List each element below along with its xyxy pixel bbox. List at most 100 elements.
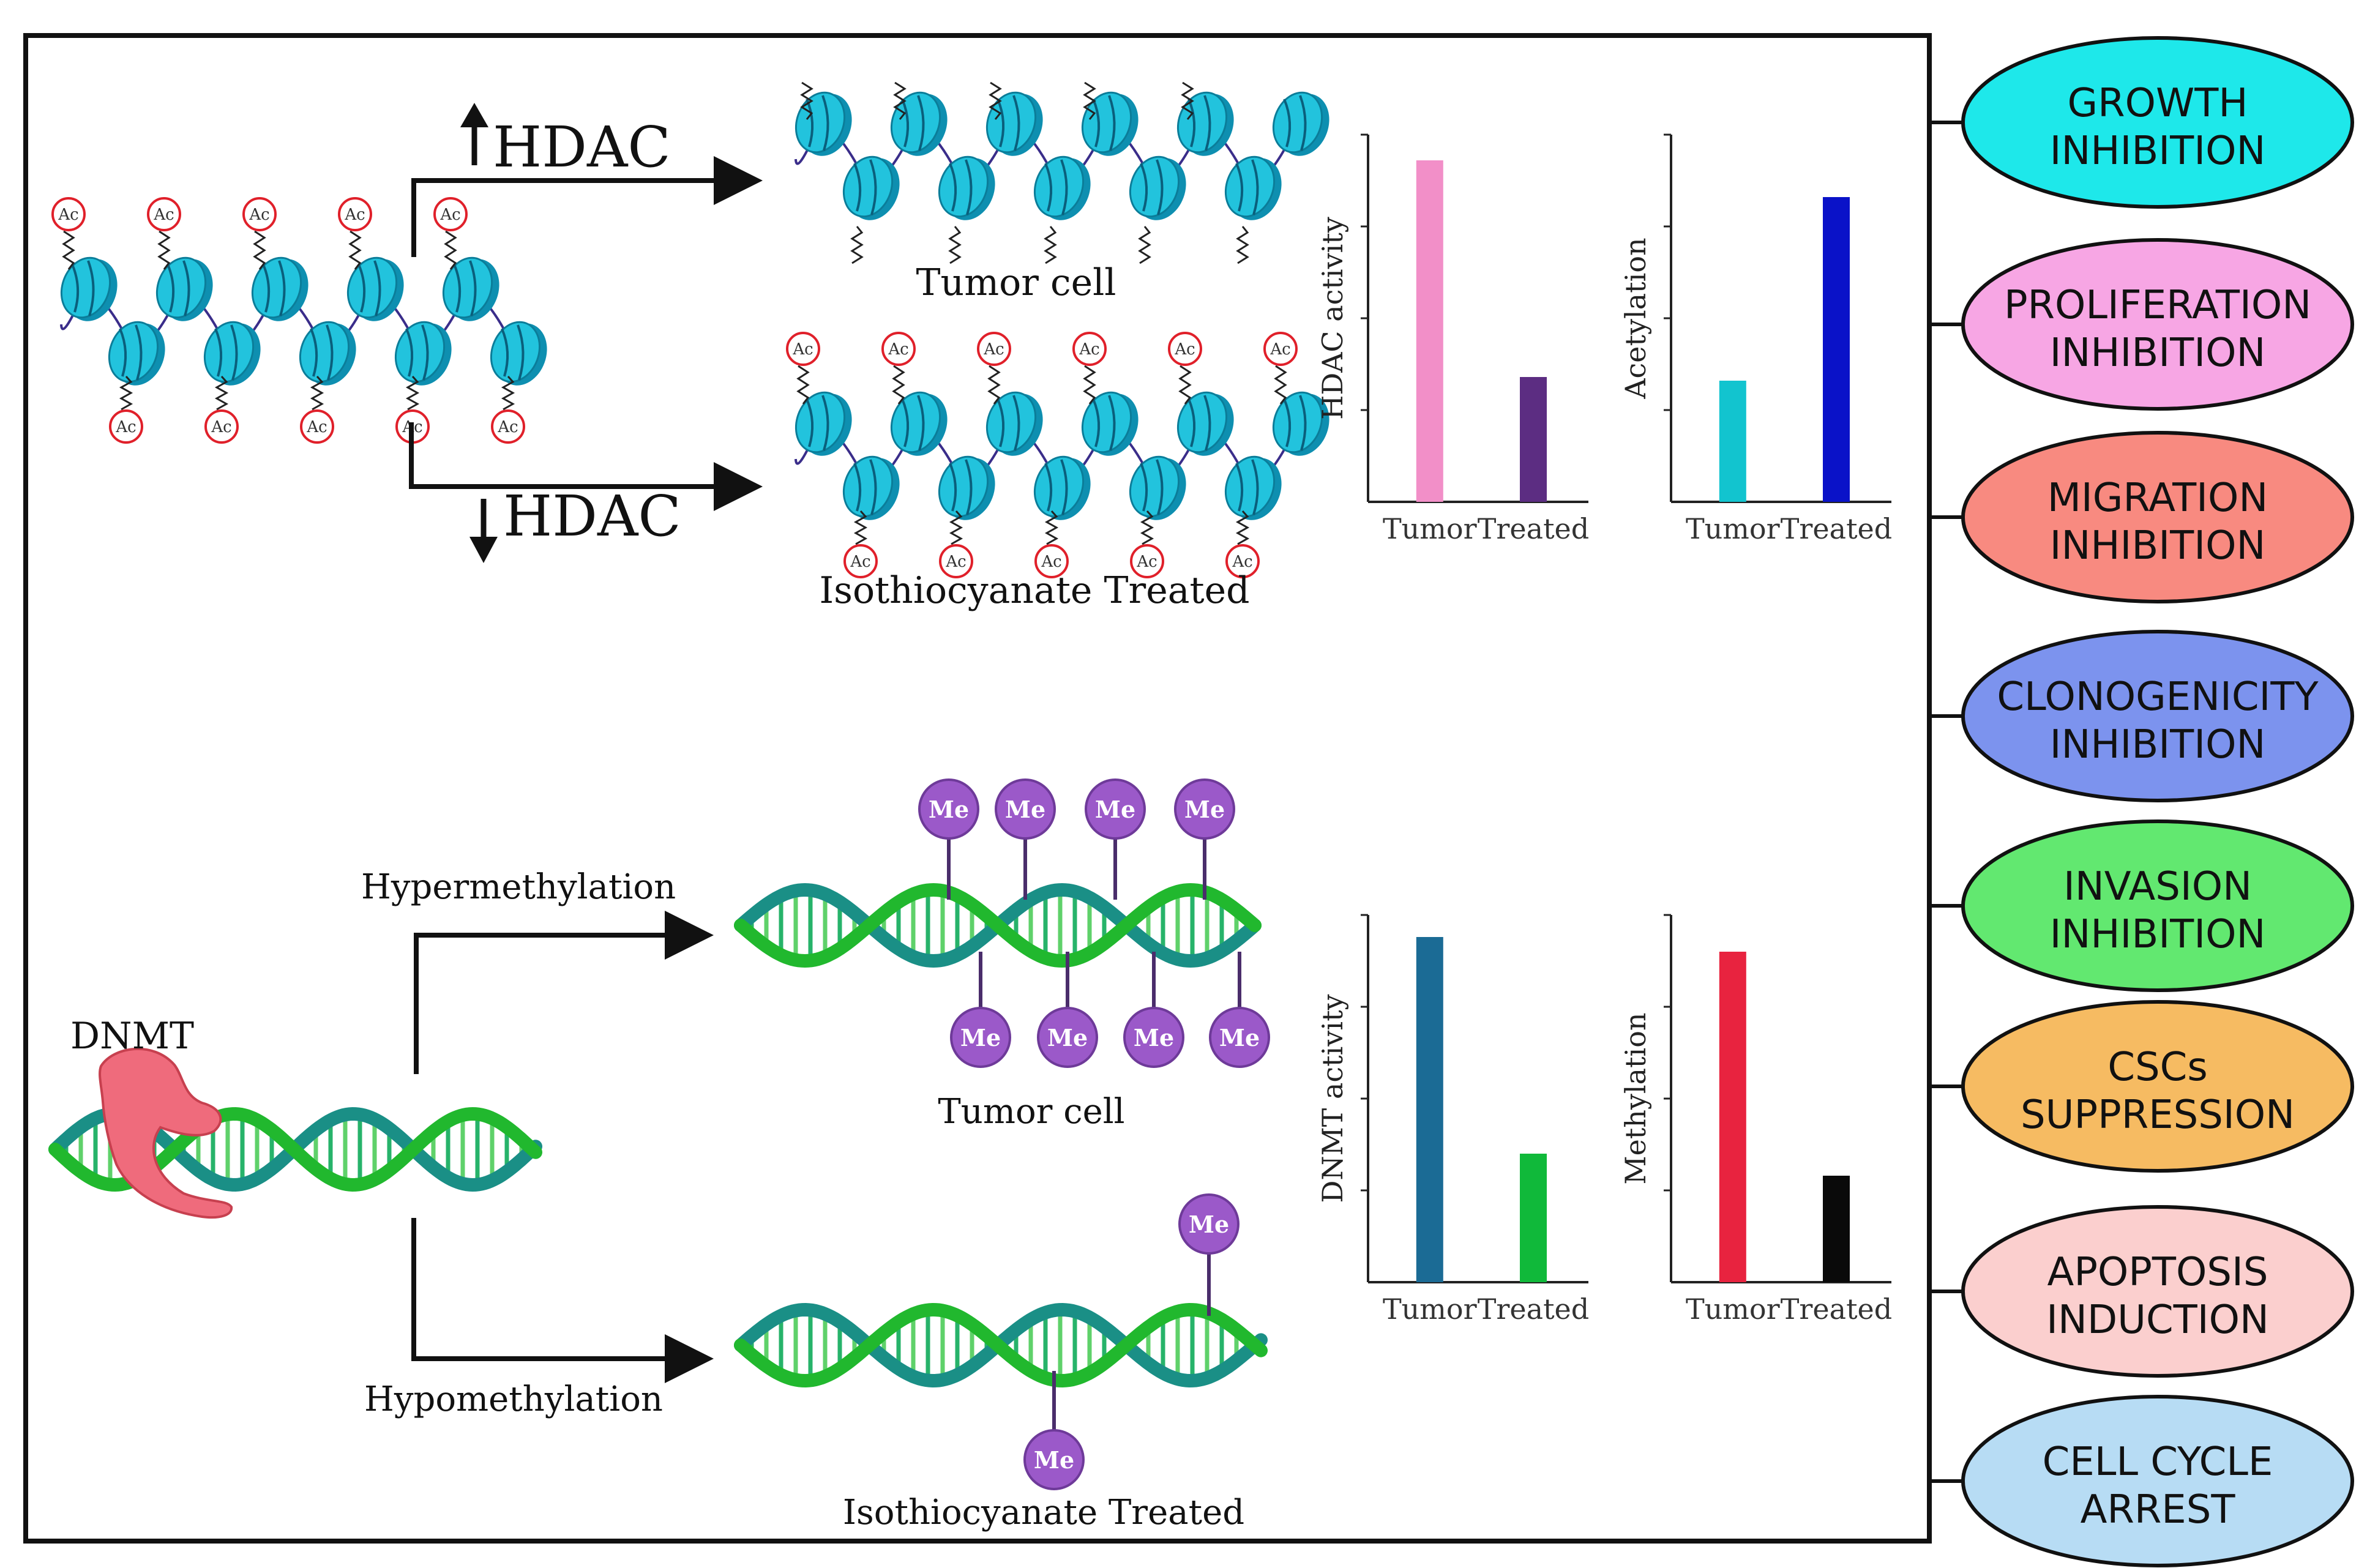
acetyl-tag: Ac <box>433 197 468 270</box>
x-tick-label: Tumor <box>1686 1293 1780 1326</box>
dna-strand <box>734 883 1262 968</box>
acetyl-tag: Ac <box>1263 332 1298 405</box>
svg-text:Me: Me <box>1184 796 1225 823</box>
wavy-tail <box>800 81 813 120</box>
svg-text:Ac: Ac <box>850 553 870 571</box>
treated-label-methyl: Isothiocyanate Treated <box>843 1493 1244 1533</box>
up-arrow-icon <box>460 103 488 165</box>
nucleosome-icon <box>1272 391 1329 456</box>
methyl-group: Me <box>1037 952 1098 1068</box>
acetyl-tag: Ac <box>300 376 334 444</box>
acetyl-tag: Ac <box>242 197 277 270</box>
outcome-line2: INHIBITION <box>2050 722 2266 767</box>
wavy-tail <box>893 81 907 120</box>
wavy-tail <box>1236 226 1249 264</box>
treated-label-acetyl: Isothiocyanate Treated <box>819 569 1249 612</box>
methyl-group: Me <box>1085 778 1146 900</box>
acetyl-tag: Ac <box>1034 510 1069 578</box>
outcome-list: GROWTHINHIBITIONPROLIFERATIONINHIBITIONM… <box>1961 36 2354 1567</box>
acetyl-tag: Ac <box>204 376 239 444</box>
nucleosome-icon <box>108 321 165 386</box>
nucleosome-icon <box>251 256 308 321</box>
branch-arrow-hdac-down <box>409 422 763 511</box>
svg-text:Ac: Ac <box>497 418 518 436</box>
outcome-line1: CLONOGENICITY <box>1997 674 2319 720</box>
wavy-tail <box>1083 81 1096 120</box>
acetyl-tag: Ac <box>338 197 372 270</box>
nucleosome-icon <box>842 455 900 520</box>
svg-text:Ac: Ac <box>792 340 813 359</box>
x-tick-label: Treated <box>1781 1293 1892 1326</box>
nucleosome-icon <box>795 391 852 456</box>
svg-text:Me: Me <box>1134 1024 1174 1051</box>
nucleosome-icon <box>985 91 1043 156</box>
methyl-group: Me <box>1123 952 1184 1068</box>
acetyl-tag: Ac <box>977 332 1011 405</box>
bar-treated <box>1520 377 1547 502</box>
nucleosome-icon <box>1033 455 1091 520</box>
bar-tumor <box>1719 952 1746 1282</box>
outcome-line2: INHIBITION <box>2050 912 2266 957</box>
svg-text:Ac: Ac <box>1174 340 1195 359</box>
hypermethylation-label: Hypermethylation <box>361 867 676 907</box>
nucleosome-icon <box>346 256 404 321</box>
y-axis-label: DNMT activity <box>1316 994 1349 1203</box>
hypomethylation-label: Hypomethylation <box>364 1379 663 1419</box>
svg-text:Ac: Ac <box>983 340 1004 359</box>
bar-treated <box>1823 1176 1850 1282</box>
svg-text:Ac: Ac <box>153 206 174 224</box>
svg-text:Ac: Ac <box>945 553 966 571</box>
bar-tumor <box>1416 937 1443 1282</box>
methyl-group: Me <box>1209 952 1270 1068</box>
y-axis-label: Methylation <box>1619 1012 1652 1184</box>
acetyl-tag: Ac <box>939 510 973 578</box>
svg-text:Ac: Ac <box>344 206 365 224</box>
wavy-tail <box>1181 81 1194 120</box>
down-arrow-icon <box>469 499 498 563</box>
outcome-line1: GROWTH <box>2068 81 2248 126</box>
hdac-down-label: HDAC <box>503 483 681 549</box>
wavy-tail <box>948 226 962 264</box>
acetyl-tag: Ac <box>881 332 916 405</box>
nucleosome-icon <box>1081 391 1139 456</box>
nucleosome-icon <box>938 155 995 220</box>
branch-arrow-hypo <box>411 1218 714 1383</box>
methyl-group: Me <box>1023 1371 1085 1490</box>
x-tick-label: Tumor <box>1383 1293 1477 1326</box>
svg-text:Ac: Ac <box>439 206 460 224</box>
acetyl-tag: Ac <box>786 332 820 405</box>
nucleosome-icon <box>842 155 900 220</box>
nucleosome-icon <box>938 455 995 520</box>
svg-text:Ac: Ac <box>1041 553 1061 571</box>
chromatin-fiber-tumor <box>795 81 1329 264</box>
methyl-group: Me <box>1174 778 1235 900</box>
outcome-line2: INHIBITION <box>2050 129 2266 174</box>
outcome-connectors <box>1929 121 1963 1483</box>
branch-arrow-hdac-up <box>411 156 763 257</box>
dnmt-enzyme-icon <box>99 1047 233 1219</box>
svg-text:Ac: Ac <box>1232 553 1252 571</box>
svg-text:Ac: Ac <box>58 206 78 224</box>
x-tick-label: Treated <box>1478 1293 1589 1326</box>
svg-text:Ac: Ac <box>1270 340 1290 359</box>
methyl-group: Me <box>918 778 979 900</box>
y-axis-label: HDAC activity <box>1316 217 1349 420</box>
svg-text:Ac: Ac <box>1136 553 1157 571</box>
tumor-cell-label-acetyl: Tumor cell <box>916 261 1116 304</box>
nucleosome-icon <box>1129 455 1186 520</box>
dna-helix-hypermethylated <box>734 883 1262 968</box>
x-tick-label: Tumor <box>1383 512 1477 545</box>
outcome-line1: INVASION <box>2063 864 2252 909</box>
